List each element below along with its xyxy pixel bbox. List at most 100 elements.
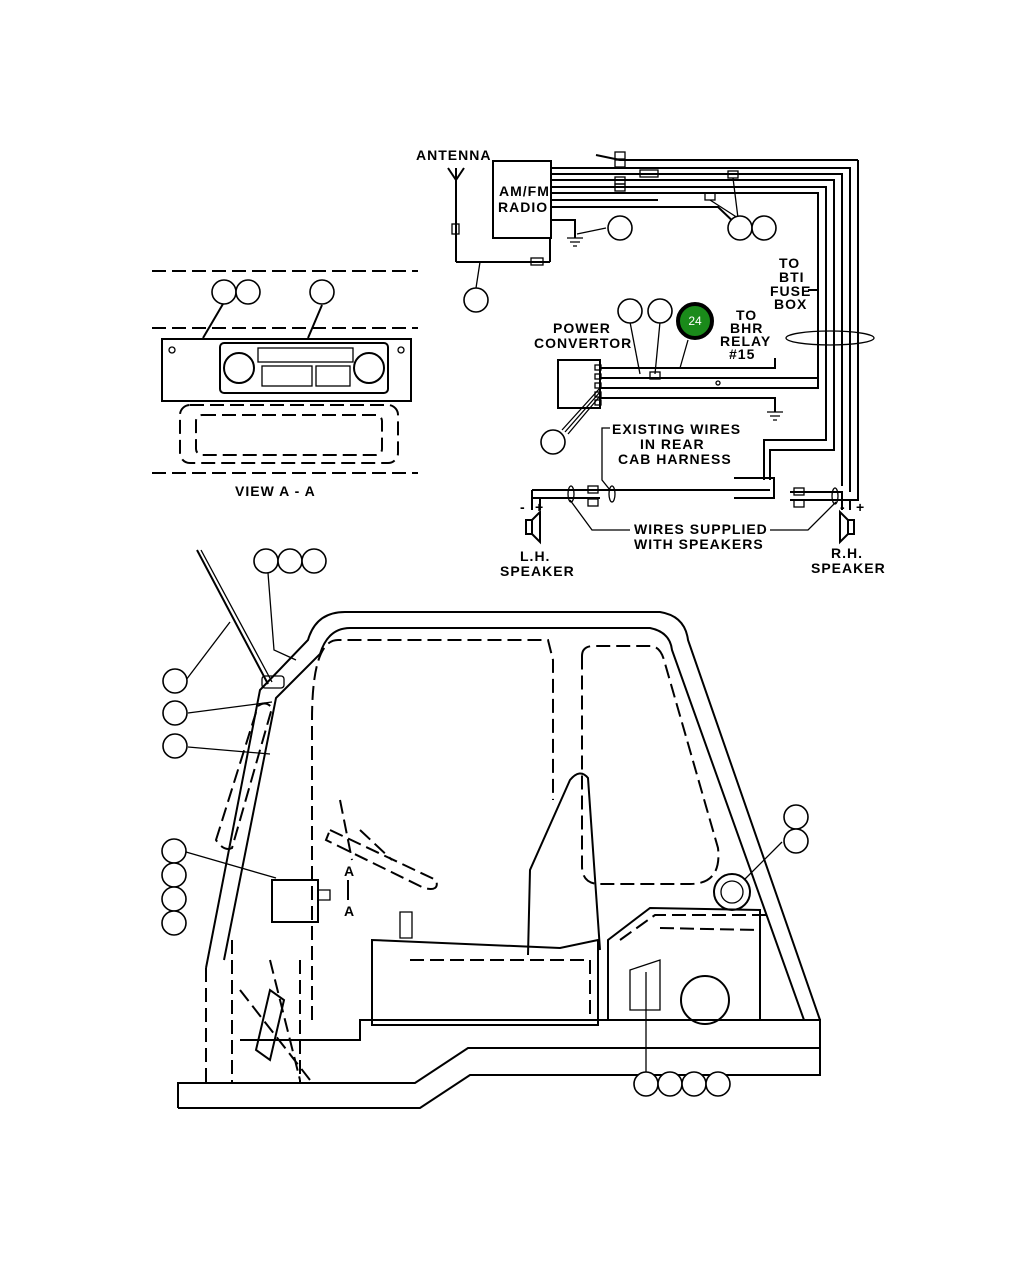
callouts: 24: [161, 215, 809, 1097]
callout-circle[interactable]: [647, 298, 673, 324]
lh-speaker-label-2: SPEAKER: [500, 563, 575, 579]
connector-icon: [587, 485, 599, 494]
callout-circle[interactable]: [235, 279, 261, 305]
callout-circle[interactable]: [633, 1071, 659, 1097]
rear-speaker-cone-icon: [720, 880, 744, 904]
callout-circle[interactable]: [783, 804, 809, 830]
cab-inner-frame: [223, 627, 805, 1021]
leader-line: [601, 427, 611, 491]
terminal-icon: [594, 391, 602, 398]
screw-icon: [168, 346, 176, 354]
callout-circle[interactable]: [161, 838, 187, 864]
connector-icon: [614, 183, 626, 192]
splice-icon: [715, 380, 721, 386]
callout-circle[interactable]: [161, 910, 187, 936]
power-label-2: CONVERTOR: [534, 335, 632, 351]
chassis-frame: [178, 1048, 821, 1109]
pedal-icon: [254, 988, 286, 1062]
callout-number-active: 24: [688, 314, 702, 328]
steering-column: [339, 799, 393, 861]
callout-circle[interactable]: [751, 215, 777, 241]
callout-circle[interactable]: [277, 548, 303, 574]
callout-circle[interactable]: [463, 287, 489, 313]
tune-knob-icon: [353, 352, 385, 384]
speaker-wire: [531, 490, 541, 510]
cab-front-dash: [205, 940, 301, 1083]
lh-speaker-label-1: L.H.: [520, 548, 550, 564]
leader-line: [185, 621, 231, 681]
callout-circle[interactable]: [540, 429, 566, 455]
wire: [551, 179, 835, 480]
radio-faceplate: [219, 342, 389, 394]
antenna-label: ANTENNA: [416, 147, 491, 163]
leader-line: [709, 199, 739, 219]
wire: [600, 289, 819, 379]
radio-display: [257, 347, 354, 363]
harness-route: [619, 914, 770, 941]
callout-circle[interactable]: [211, 279, 237, 305]
power-convertor-icon: [629, 959, 661, 1011]
callout-circle[interactable]: [607, 215, 633, 241]
leader-line: [679, 339, 689, 369]
rear-compartment: [607, 906, 761, 1020]
callout-circle[interactable]: [309, 279, 335, 305]
ground-wire: [600, 397, 776, 412]
steering-wheel: [324, 828, 438, 890]
plus-right: +: [856, 499, 865, 515]
callout-circle[interactable]: [657, 1071, 683, 1097]
cab-outer-frame: [205, 611, 821, 1021]
to-bti-label-1: TO: [779, 255, 800, 271]
seat-cushion: [410, 959, 591, 1018]
callout-circle[interactable]: [617, 298, 643, 324]
connector-icon: [451, 223, 460, 235]
cab-illustration: A A: [177, 549, 821, 1109]
callout-circle[interactable]: [161, 862, 187, 888]
wire: [595, 154, 858, 161]
callout-circle[interactable]: [253, 548, 279, 574]
minus-left: -: [520, 499, 526, 515]
leader-line: [187, 746, 271, 755]
connector-icon: [793, 499, 805, 508]
dash-cutout-inner: [195, 414, 383, 456]
radio-plug-icon: [318, 889, 331, 901]
screw-icon: [397, 346, 405, 354]
terminal-icon: [594, 382, 602, 389]
leader-line: [576, 227, 607, 235]
callout-circle[interactable]: [301, 548, 327, 574]
leader-line: [743, 841, 783, 881]
left-speaker-icon: [525, 509, 541, 545]
wire: [600, 358, 776, 369]
antenna-icon: [447, 167, 465, 182]
terminal-icon: [594, 373, 602, 380]
leader-line: [475, 261, 481, 289]
callout-circle[interactable]: [783, 828, 809, 854]
wire-bundle-marker: [567, 485, 575, 503]
callout-circle[interactable]: [161, 886, 187, 912]
callout-circle[interactable]: [705, 1071, 731, 1097]
leader-line: [732, 177, 739, 219]
plus-left: +: [535, 499, 544, 515]
callout-circle[interactable]: [681, 1071, 707, 1097]
rh-speaker-label-1: R.H.: [831, 545, 863, 561]
existing-label-2: IN REAR: [640, 436, 705, 452]
wire-bundle-marker: [608, 485, 616, 503]
windshield-dash: [214, 702, 274, 850]
to-bhr-label-2: BHR: [730, 320, 763, 336]
antenna-base-icon: [261, 675, 285, 689]
supplied-label-1: WIRES SUPPLIED: [634, 521, 768, 537]
radio-location-icon: [271, 879, 319, 923]
to-bti-label-2: BTI: [779, 269, 805, 285]
callout-circle-active[interactable]: [676, 302, 714, 340]
pedal-linkage: [239, 959, 311, 1081]
dash-cutout: [179, 404, 399, 464]
speaker-wire: [790, 491, 851, 510]
to-bti-label-3: FUSE: [770, 283, 811, 299]
wire: [551, 206, 741, 229]
to-bhr-label-3: RELAY: [720, 333, 771, 349]
callout-circle[interactable]: [162, 700, 188, 726]
leader-line: [267, 572, 297, 661]
callout-circle[interactable]: [162, 668, 188, 694]
callout-circle[interactable]: [727, 215, 753, 241]
callout-circle[interactable]: [162, 733, 188, 759]
supplied-label-2: WITH SPEAKERS: [634, 536, 764, 552]
